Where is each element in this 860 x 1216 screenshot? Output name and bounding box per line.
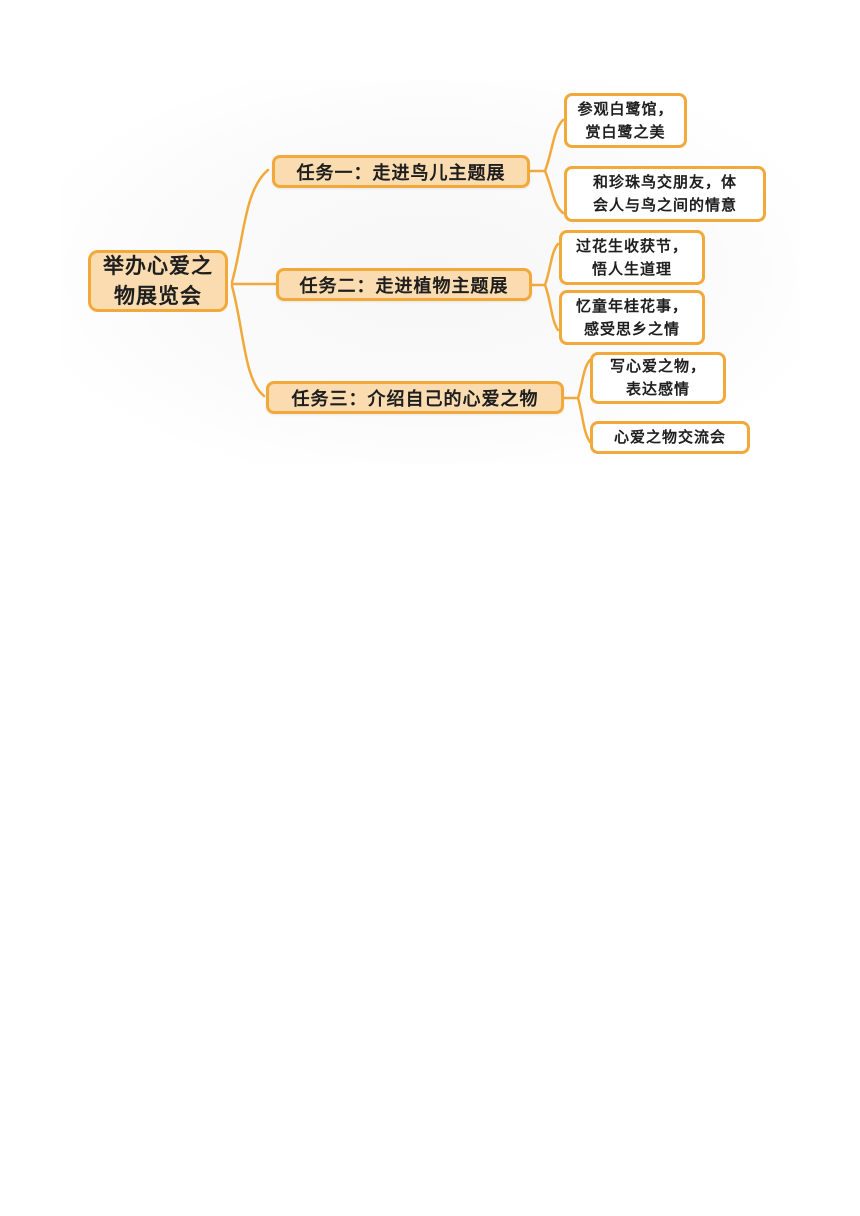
task-1-node: 任务一：走进鸟儿主题展 (272, 155, 530, 188)
connector-task-2-sub-2 (543, 283, 560, 332)
root-node: 举办心爱之 物展览会 (88, 250, 228, 312)
task-2-sub-1-node: 过花生收获节， 悟人生道理 (559, 230, 705, 285)
task-1-sub-2-node: 和珍珠鸟交朋友，体 会人与鸟之间的情意 (564, 166, 766, 222)
connector-task-2-sub-1 (530, 242, 560, 287)
task-3-node: 任务三：介绍自己的心爱之物 (266, 381, 564, 414)
task-2-node: 任务二：走进植物主题展 (276, 268, 532, 301)
task-2-sub-2-node: 忆童年桂花事， 感受思乡之情 (559, 290, 705, 345)
connector-root-task-3 (230, 284, 266, 398)
connector-task-3-sub-1 (562, 358, 592, 400)
connector-task-3-sub-2 (576, 396, 592, 444)
task-3-sub-2-node: 心爱之物交流会 (590, 421, 750, 454)
connector-task-1-sub-1 (528, 118, 565, 173)
connector-task-1-sub-2 (543, 169, 565, 215)
task-3-sub-1-node: 写心爱之物， 表达感情 (590, 352, 726, 404)
task-1-sub-1-node: 参观白鹭馆， 赏白鹭之美 (564, 93, 687, 148)
connector-root-task-1 (230, 168, 270, 284)
